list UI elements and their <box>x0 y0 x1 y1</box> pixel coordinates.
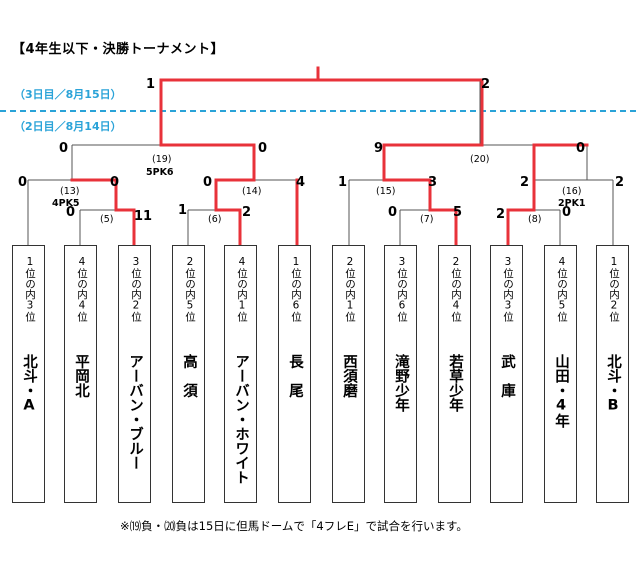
m19-score-right: 0 <box>258 141 267 156</box>
team-seed: 1位の内6位 <box>290 256 302 322</box>
team-seed: 3位の内3位 <box>502 256 514 322</box>
m19-score-left: 0 <box>59 141 68 156</box>
m6-score-right: 2 <box>242 205 251 220</box>
team-box: 3位の内2位アーバン・ブルー <box>118 245 151 503</box>
team-box: 4位の内5位山田・4年 <box>544 245 577 503</box>
team-box: 3位の内6位滝野少年 <box>384 245 417 503</box>
m20-score-left: 9 <box>374 141 383 156</box>
m19-pk: 5PK6 <box>146 167 174 178</box>
team-box: 1位の内3位北斗・A <box>12 245 45 503</box>
m6-score-left: 1 <box>178 203 187 218</box>
m14-score-left: 0 <box>203 175 212 190</box>
team-seed: 3位の内2位 <box>130 256 142 322</box>
date-label-upper: （3日目／8月15日） <box>14 88 122 101</box>
team-box: 2位の内4位若草少年 <box>438 245 471 503</box>
team-name: 滝野少年 <box>393 354 409 412</box>
footnote: ※⒆負・⒇負は15日に但馬ドームで「4フレE」で試合を行います。 <box>120 519 468 533</box>
m19-number: (19) <box>152 154 172 165</box>
m13-number: (13) <box>60 186 80 197</box>
m5-number: (5) <box>100 214 113 225</box>
m20-number: (20) <box>470 154 490 165</box>
m14-score-right: 4 <box>296 175 305 190</box>
team-seed: 4位の内5位 <box>556 256 568 322</box>
team-box: 2位の内5位高 須 <box>172 245 205 503</box>
team-seed: 2位の内1位 <box>344 256 356 322</box>
m5-score-right: 11 <box>134 209 152 224</box>
m15-score-left: 1 <box>338 175 347 190</box>
team-name: 北斗・B <box>605 354 621 414</box>
m13-score-left: 0 <box>18 175 27 190</box>
bracket-lines <box>27 80 614 245</box>
m20-score-right: 0 <box>576 141 585 156</box>
m8-score-left: 2 <box>496 207 505 222</box>
team-box: 4位の内4位平岡北 <box>64 245 97 503</box>
m13-pk: 4PK5 <box>52 198 80 209</box>
team-box: 1位の内2位北斗・B <box>596 245 629 503</box>
team-seed: 3位の内6位 <box>396 256 408 322</box>
m8-number: (8) <box>528 214 541 225</box>
team-box: 4位の内1位アーバン・ホワイト <box>224 245 257 503</box>
m16-pk: 2PK1 <box>558 198 586 209</box>
date-label-lower: （2日目／8月14日） <box>14 120 122 133</box>
m5-score-left: 0 <box>66 205 75 220</box>
m8-score-right: 0 <box>562 205 571 220</box>
team-seed: 2位の内4位 <box>450 256 462 322</box>
m15-number: (15) <box>376 186 396 197</box>
m13-score-right: 0 <box>110 175 119 190</box>
team-seed: 4位の内4位 <box>76 256 88 322</box>
page-title: 【4年生以下・決勝トーナメント】 <box>12 42 225 57</box>
team-box: 1位の内6位長 尾 <box>278 245 311 503</box>
m16-score-right: 2 <box>615 175 624 190</box>
team-name: 北斗・A <box>21 354 37 414</box>
team-name: アーバン・ブルー <box>127 354 143 470</box>
team-seed: 1位の内2位 <box>608 256 620 322</box>
final-score-right: 2 <box>481 77 490 92</box>
m7-score-left: 0 <box>388 205 397 220</box>
team-seed: 1位の内3位 <box>24 256 36 322</box>
m7-score-right: 5 <box>453 205 462 220</box>
team-name: 西須磨 <box>341 354 357 398</box>
m15-score-right: 3 <box>428 175 437 190</box>
m6-number: (6) <box>208 214 221 225</box>
team-name: 平岡北 <box>73 354 89 398</box>
team-name: 若草少年 <box>447 354 463 412</box>
team-box: 2位の内1位西須磨 <box>332 245 365 503</box>
team-name: アーバン・ホワイト <box>233 354 249 485</box>
m14-number: (14) <box>242 186 262 197</box>
m7-number: (7) <box>420 214 433 225</box>
team-seed: 4位の内1位 <box>236 256 248 322</box>
team-seed: 2位の内5位 <box>184 256 196 322</box>
team-name: 山田・4年 <box>553 354 569 428</box>
team-box: 3位の内3位武 庫 <box>490 245 523 503</box>
final-score-left: 1 <box>146 77 155 92</box>
team-name: 武 庫 <box>499 354 515 398</box>
team-name: 高 須 <box>181 354 197 398</box>
winner-lines <box>70 66 589 247</box>
m16-score-left: 2 <box>520 175 529 190</box>
team-name: 長 尾 <box>287 354 303 398</box>
m16-number: (16) <box>562 186 582 197</box>
